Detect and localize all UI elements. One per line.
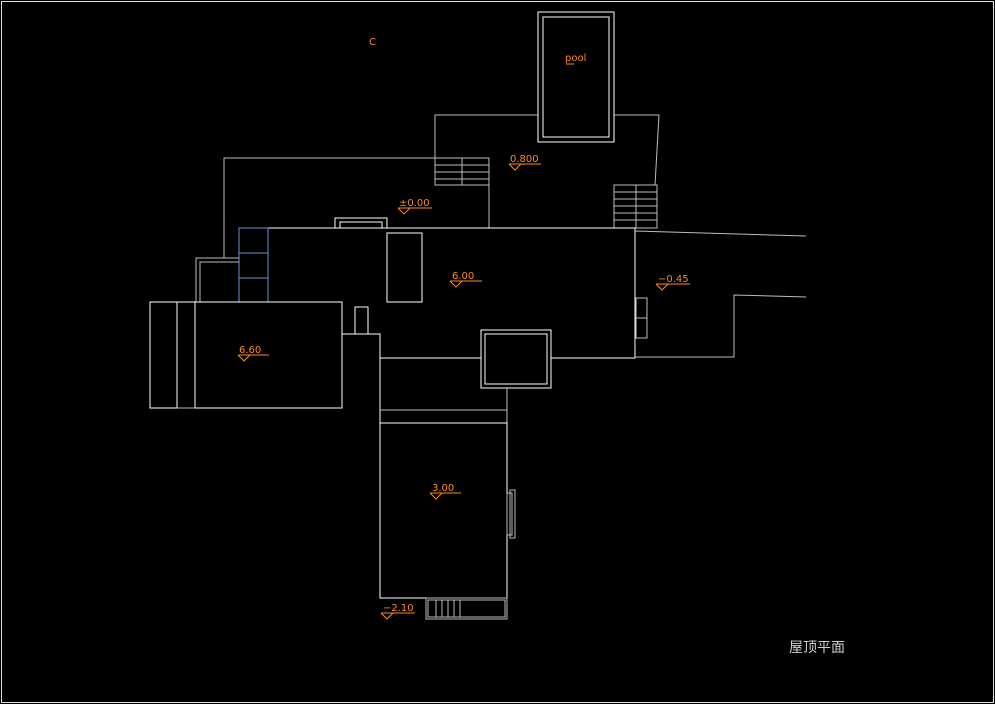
svg-text:−0.45: −0.45 xyxy=(658,274,689,285)
connector xyxy=(342,306,381,598)
east-terrace-outline xyxy=(634,230,807,358)
level-marker-entry: ±0.00 xyxy=(397,198,432,215)
west-parapet xyxy=(195,257,239,302)
svg-text:3.00: 3.00 xyxy=(432,483,454,494)
level-marker-east-ground: −0.45 xyxy=(655,274,690,291)
east-stair xyxy=(613,184,658,229)
level-marker-west-roof: 6.60 xyxy=(237,345,269,362)
level-marker-main-roof: 6.00 xyxy=(449,271,482,288)
pool-label: pool xyxy=(565,53,586,64)
svg-text:−2.10: −2.10 xyxy=(383,603,414,614)
west-stair xyxy=(238,227,269,303)
svg-text:0.800: 0.800 xyxy=(510,154,539,165)
north-stair xyxy=(434,157,490,186)
main-roof-volume xyxy=(267,227,636,359)
svg-text:6.60: 6.60 xyxy=(239,345,261,356)
svg-text:6.00: 6.00 xyxy=(452,271,474,282)
skylight xyxy=(480,329,552,389)
south-stair xyxy=(425,597,508,620)
letter-mark: C xyxy=(369,37,376,48)
svg-text:±0.00: ±0.00 xyxy=(399,198,430,209)
pool: pool xyxy=(537,11,615,143)
level-marker-south-ground: −2.10 xyxy=(380,603,415,620)
level-marker-upper-terrace: 0.800 xyxy=(508,154,541,171)
level-marker-south-roof: 3.00 xyxy=(429,483,461,500)
drawing-title: 屋顶平面 xyxy=(789,640,845,656)
west-roof-volume xyxy=(149,301,343,409)
upper-terrace-outline xyxy=(223,114,660,258)
roof-hatch xyxy=(334,217,388,229)
